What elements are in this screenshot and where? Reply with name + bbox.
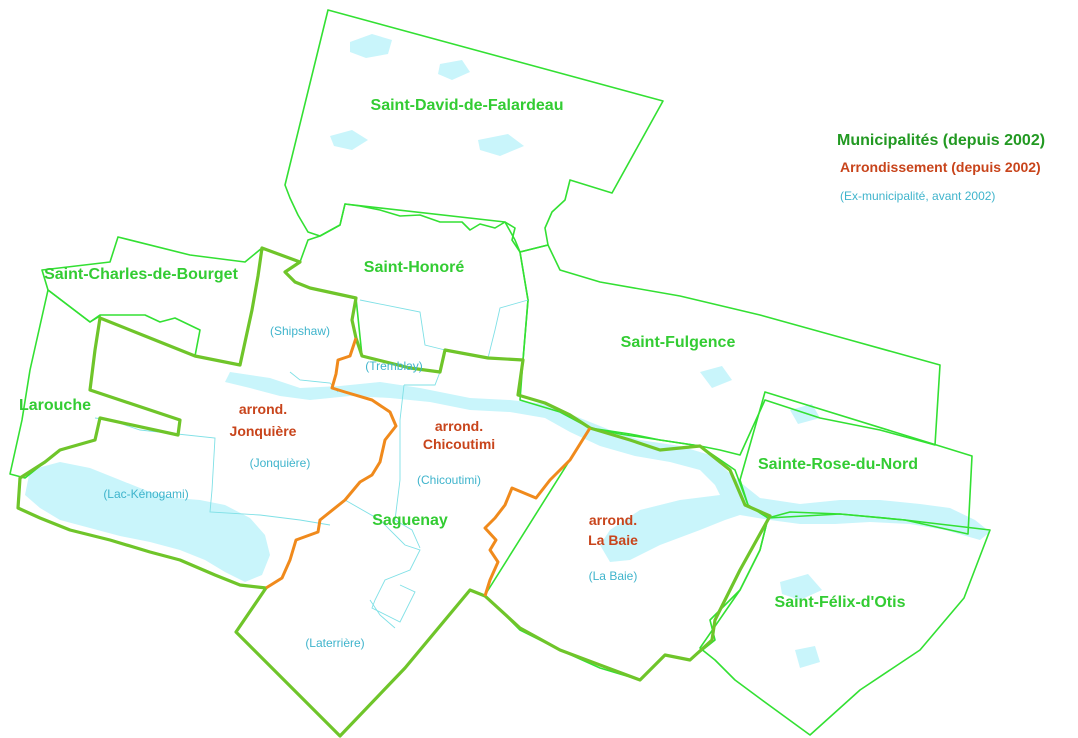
ex-municipality-boundaries xyxy=(94,299,529,629)
label-saguenay: Saguenay xyxy=(372,512,448,529)
boundary-saint-fulgence xyxy=(519,244,941,456)
arrondissement-labels: arrond. Jonquière arrond. Chicoutimi arr… xyxy=(230,401,639,548)
lake-north-4 xyxy=(478,134,524,156)
legend-ex-municipalities: (Ex-municipalité, avant 2002) xyxy=(840,189,995,203)
label-arrond-chicoutimi-1: arrond. xyxy=(435,418,483,434)
label-ex-chicoutimi: (Chicoutimi) xyxy=(417,473,481,487)
arr-boundary-jonquiere-chicoutimi xyxy=(265,337,398,590)
label-arrond-jonquiere-2: Jonquière xyxy=(230,423,297,439)
boundary-larouche xyxy=(9,289,181,479)
lake-fulgence-1 xyxy=(700,366,732,388)
municipality-boundaries xyxy=(9,9,991,736)
label-arrond-jonquiere-1: arrond. xyxy=(239,401,287,417)
boundary-saint-david-de-falardeau xyxy=(284,9,664,253)
ex-boundary-shipshaw-tremblay xyxy=(359,299,446,351)
lake-north-2 xyxy=(438,60,470,80)
lake-felix-1 xyxy=(780,574,822,600)
legend-municipalities: Municipalités (depuis 2002) xyxy=(837,132,1045,149)
lake-felix-2 xyxy=(795,646,820,668)
ex-boundary-chicoutimi-west xyxy=(394,384,421,549)
municipality-labels: Saint-David-de-Falardeau Saint-Charles-d… xyxy=(19,97,918,611)
legend: Municipalités (depuis 2002) Arrondisseme… xyxy=(837,132,1045,203)
label-ex-lac-kenogami: (Lac-Kénogami) xyxy=(103,487,188,501)
arrondissement-boundaries xyxy=(265,337,592,597)
boundary-saint-felix-d-otis xyxy=(699,513,991,736)
legend-arrondissements: Arrondissement (depuis 2002) xyxy=(840,159,1041,175)
boundary-saint-honore xyxy=(284,203,529,373)
ex-boundary-chicoutimi-north xyxy=(404,371,441,386)
label-saint-david-de-falardeau: Saint-David-de-Falardeau xyxy=(371,97,564,114)
label-arrond-chicoutimi-2: Chicoutimi xyxy=(423,436,495,452)
lake-fulgence-2 xyxy=(790,404,820,424)
label-saint-felix-d-otis: Saint-Félix-d'Otis xyxy=(775,594,906,611)
label-saint-fulgence: Saint-Fulgence xyxy=(621,334,736,351)
label-arrond-labaie-2: La Baie xyxy=(588,532,638,548)
label-saint-charles-de-bourget: Saint-Charles-de-Bourget xyxy=(44,266,238,283)
water-bodies xyxy=(25,34,990,668)
label-ex-jonquiere: (Jonquière) xyxy=(250,456,311,470)
label-sainte-rose-du-nord: Sainte-Rose-du-Nord xyxy=(758,456,918,473)
ex-municipality-labels: (Shipshaw) (Tremblay) (Jonquière) (Chico… xyxy=(103,324,637,650)
label-ex-laterriere: (Laterrière) xyxy=(305,636,364,650)
arr-boundary-chicoutimi-labaie xyxy=(483,427,592,597)
label-arrond-labaie-1: arrond. xyxy=(589,512,637,528)
label-saint-honore: Saint-Honoré xyxy=(364,259,465,276)
lake-kenogami xyxy=(25,462,270,582)
lake-north-3 xyxy=(330,130,368,150)
lake-north-1 xyxy=(350,34,392,58)
label-larouche: Larouche xyxy=(19,397,91,414)
saguenay-city-border xyxy=(16,246,772,738)
saguenay-river xyxy=(225,372,990,562)
label-ex-la-baie: (La Baie) xyxy=(589,569,638,583)
label-ex-shipshaw: (Shipshaw) xyxy=(270,324,330,338)
ex-boundary-tremblay-east xyxy=(487,299,529,359)
boundary-saint-charles-de-bourget xyxy=(41,236,263,366)
label-ex-tremblay: (Tremblay) xyxy=(365,359,423,373)
ex-boundary-laterriere xyxy=(344,499,421,623)
ex-boundary-laterriere-b xyxy=(369,599,396,629)
